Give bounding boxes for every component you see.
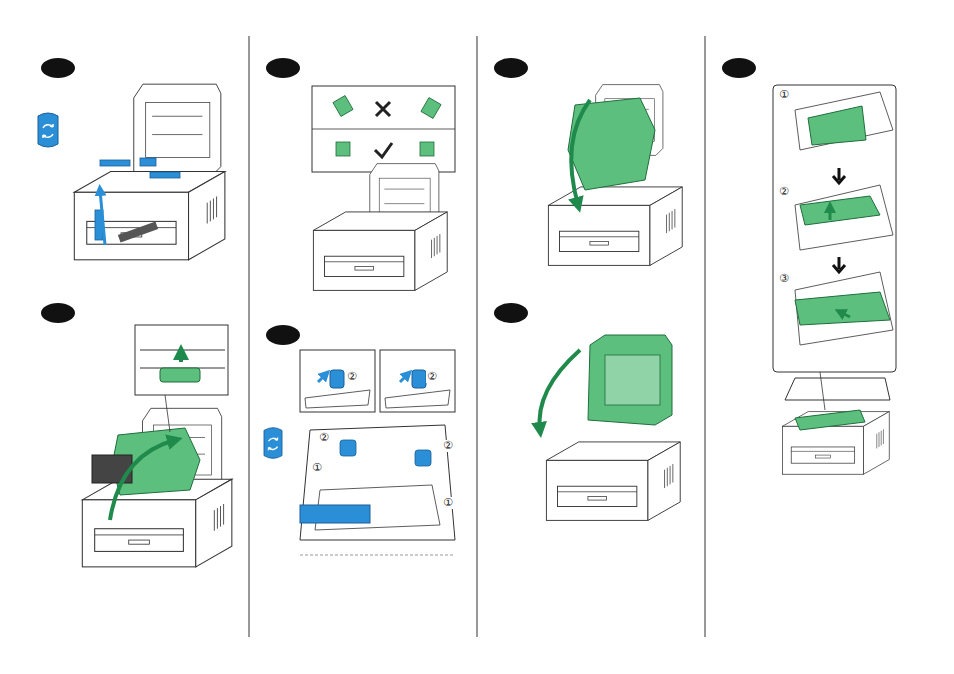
callout-number: ② (442, 440, 454, 452)
callout-number: ② (778, 186, 790, 198)
callout-number: ① (311, 462, 323, 474)
callout-number: ① (442, 497, 454, 509)
callout-number: ② (426, 371, 438, 383)
callout-number: ① (778, 89, 790, 101)
callout-number: ② (346, 371, 358, 383)
callout-number: ③ (778, 273, 790, 285)
callout-number: ② (318, 432, 330, 444)
